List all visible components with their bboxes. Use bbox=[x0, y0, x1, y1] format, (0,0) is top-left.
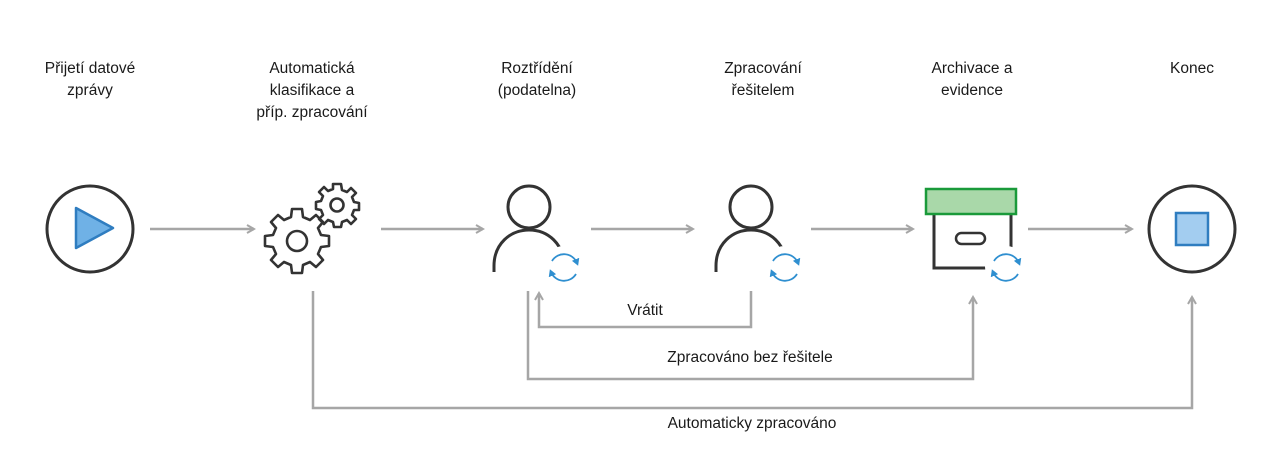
refresh-icon bbox=[543, 246, 585, 288]
auto-processed-line bbox=[311, 291, 1192, 410]
step-label-end: Konec bbox=[1170, 60, 1214, 77]
step-label-classify: Automatická klasifikace a příp. zpracová… bbox=[256, 60, 368, 121]
handler-person-icon bbox=[714, 184, 806, 288]
step-label-handler: Zpracování řešitelem bbox=[724, 60, 802, 99]
archive-box-icon bbox=[924, 187, 1027, 288]
stop-end-icon bbox=[1174, 211, 1210, 247]
sort-person-icon bbox=[492, 184, 585, 288]
play-start-icon bbox=[74, 206, 115, 250]
step-label-archive: Archivace a evidence bbox=[931, 60, 1013, 99]
return-flow-label: Vrátit bbox=[627, 302, 663, 319]
processed-without-handler-label: Zpracováno bez řešitele bbox=[667, 349, 833, 366]
auto-processed-label: Automaticky zpracováno bbox=[667, 415, 837, 432]
return-flow-line bbox=[539, 291, 753, 329]
start-node bbox=[45, 184, 135, 274]
step-label-receive: Přijetí datové zprávy bbox=[44, 60, 136, 99]
processed-without-handler-line bbox=[526, 291, 973, 381]
refresh-icon bbox=[985, 246, 1027, 288]
gears-icon bbox=[263, 182, 361, 275]
end-node bbox=[1147, 184, 1237, 274]
step-label-sort: Roztřídění (podatelna) bbox=[497, 60, 577, 99]
refresh-icon bbox=[764, 246, 806, 288]
